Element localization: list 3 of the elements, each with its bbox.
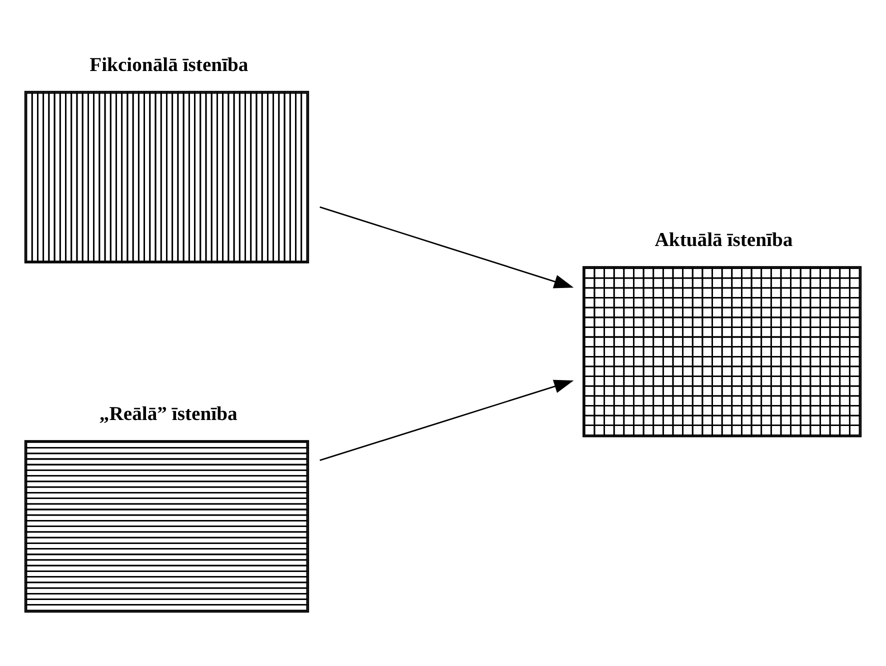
node-label: Fikcionālā īstenība (90, 54, 248, 76)
node-label: „Reālā” īstenība (99, 404, 238, 425)
node-label: Aktuālā īstenība (654, 230, 793, 251)
